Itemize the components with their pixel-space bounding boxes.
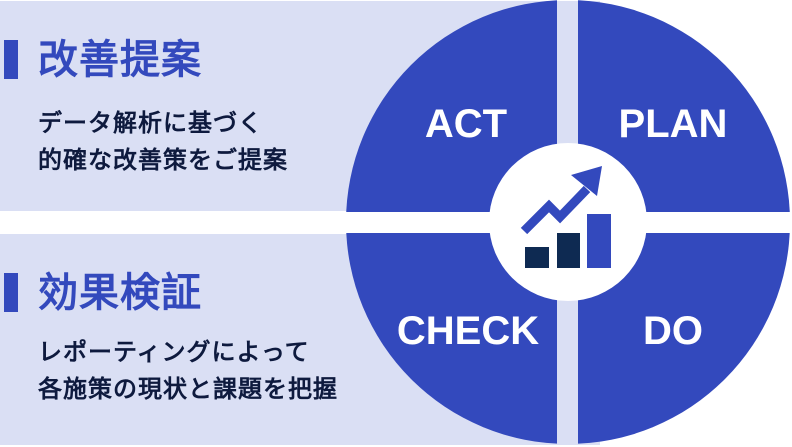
- growth-chart-icon: [520, 166, 611, 268]
- quadrant-label-plan: PLAN: [619, 102, 728, 146]
- bar-tall: [587, 214, 611, 268]
- arrow-head-icon: [571, 166, 602, 196]
- section-description-line: 的確な改善策をご提案: [38, 146, 288, 174]
- center-circle: [489, 143, 647, 301]
- quadrant-label-do: DO: [643, 309, 703, 353]
- trend-line: [520, 185, 591, 235]
- section-title-improvement: 改善提案: [38, 37, 202, 83]
- section-description-line: 各施策の現状と課題を把握: [38, 375, 338, 403]
- bar-small: [525, 247, 549, 268]
- quadrant-label-act: ACT: [425, 102, 507, 146]
- section-description-line: データ解析に基づく: [38, 109, 263, 137]
- bar-medium: [557, 233, 580, 268]
- section-description-line: レポーティングによって: [38, 338, 310, 366]
- quadrant-label-check: CHECK: [397, 309, 539, 353]
- section-bullet-marker: [4, 273, 18, 312]
- section-title-verification: 効果検証: [38, 270, 202, 316]
- section-bullet-marker: [4, 40, 18, 79]
